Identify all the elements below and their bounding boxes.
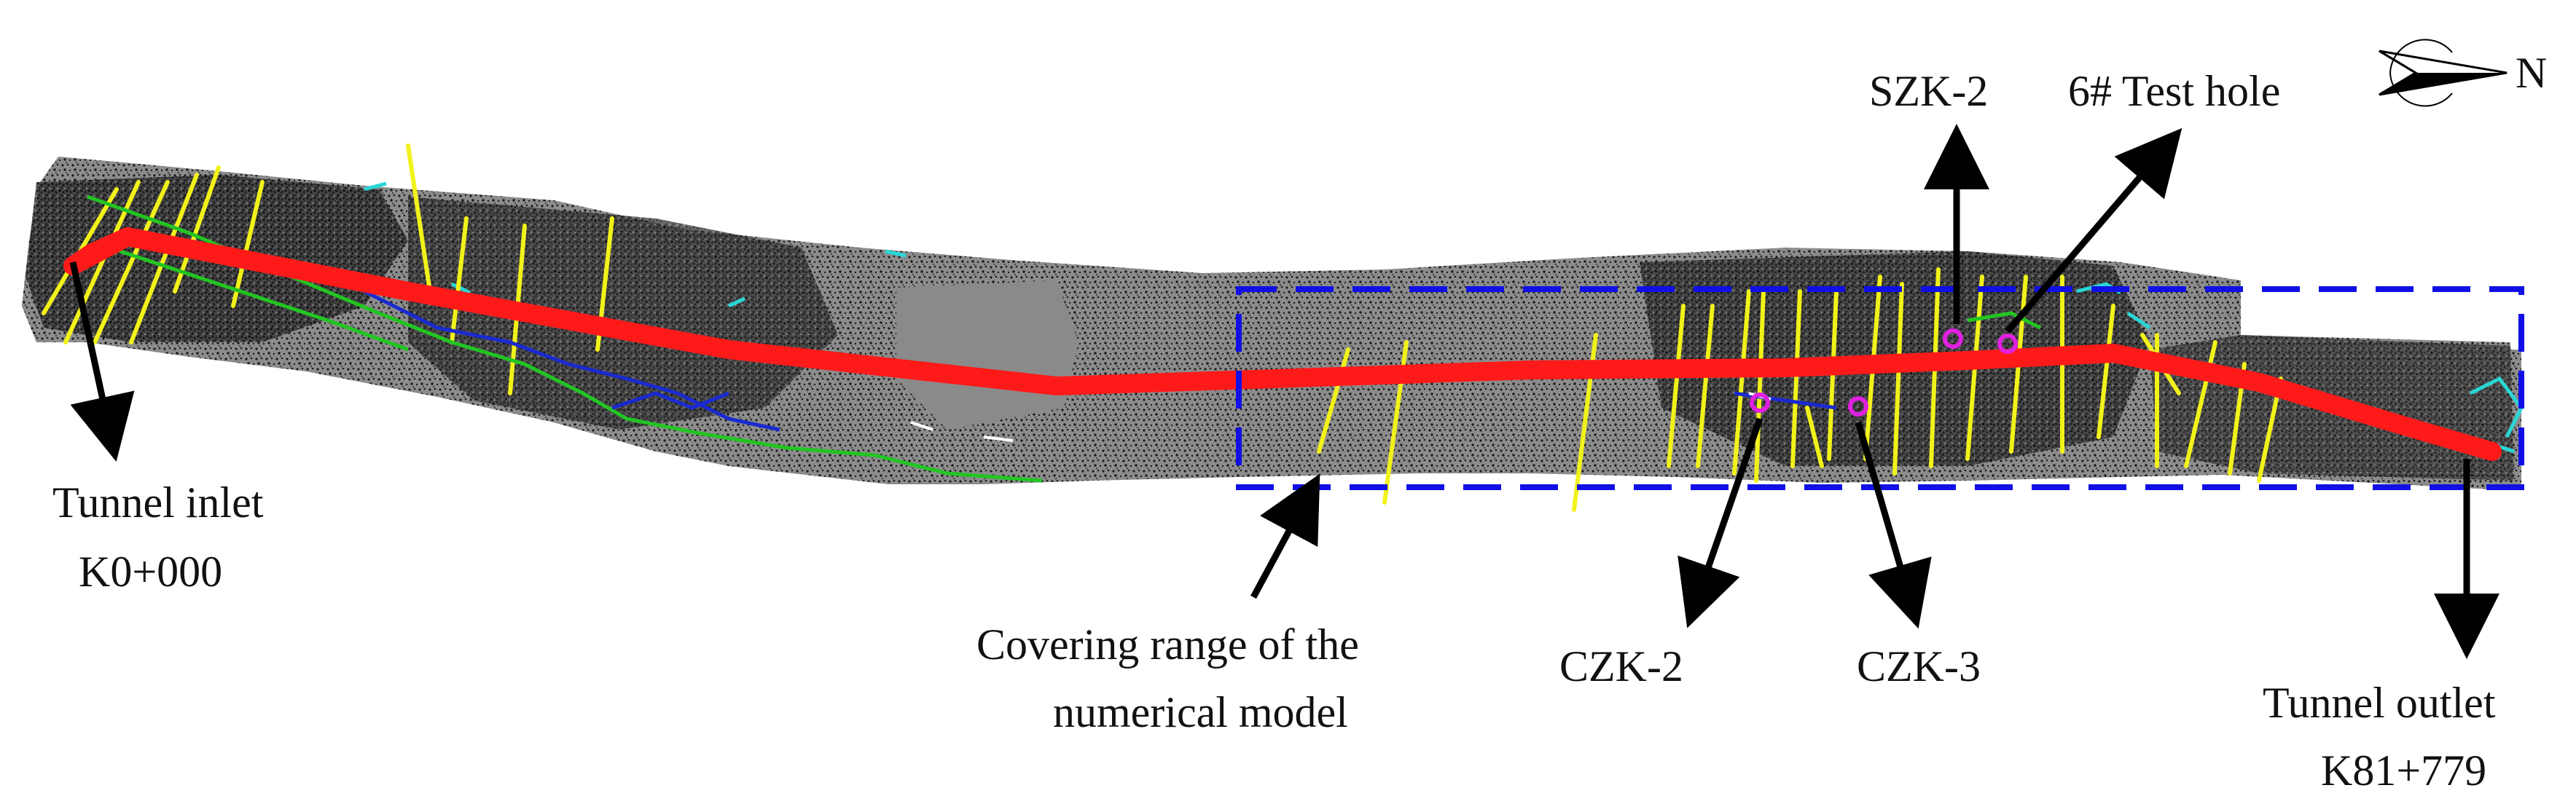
north-label: N bbox=[2516, 49, 2547, 97]
label-szk2: SZK-2 bbox=[1869, 67, 1988, 115]
annotation-arrows bbox=[69, 124, 2499, 659]
label-czk3: CZK-3 bbox=[1857, 642, 1981, 690]
label-tunnel-inlet-mileage: K0+000 bbox=[79, 548, 222, 596]
label-tunnel-inlet: Tunnel inlet bbox=[52, 478, 264, 527]
label-tunnel-outlet: Tunnel outlet bbox=[2263, 679, 2496, 727]
arrow-czk3 bbox=[1855, 421, 1932, 629]
arrow-model-range bbox=[1250, 473, 1320, 599]
tunnel-alignment-inlet-spur bbox=[63, 227, 137, 275]
label-czk2: CZK-2 bbox=[1559, 642, 1683, 690]
label-model-range-line1: Covering range of the bbox=[976, 620, 1359, 669]
fault-lines bbox=[42, 143, 2283, 512]
terrain-strip bbox=[22, 157, 2521, 489]
north-arrow-icon bbox=[2379, 39, 2508, 107]
borehole-marker-czk2 bbox=[1750, 393, 1770, 413]
dense-rock-zone-mid bbox=[408, 197, 838, 430]
label-tunnel-outlet-mileage: K81+779 bbox=[2321, 746, 2486, 795]
arrow-czk2 bbox=[1677, 417, 1763, 628]
label-model-range-line2: numerical model bbox=[1053, 688, 1348, 736]
borehole-marker-czk3 bbox=[1848, 396, 1868, 417]
label-test-hole: 6# Test hole bbox=[2068, 67, 2280, 115]
river-blue bbox=[363, 289, 1837, 432]
arrow-tunnel-inlet bbox=[69, 261, 135, 462]
tunnel-alignment bbox=[63, 227, 2502, 461]
borehole-marker-test-hole bbox=[1997, 334, 2018, 354]
borehole-marker-szk2 bbox=[1943, 328, 1963, 349]
arrow-test-hole bbox=[2005, 127, 2182, 334]
